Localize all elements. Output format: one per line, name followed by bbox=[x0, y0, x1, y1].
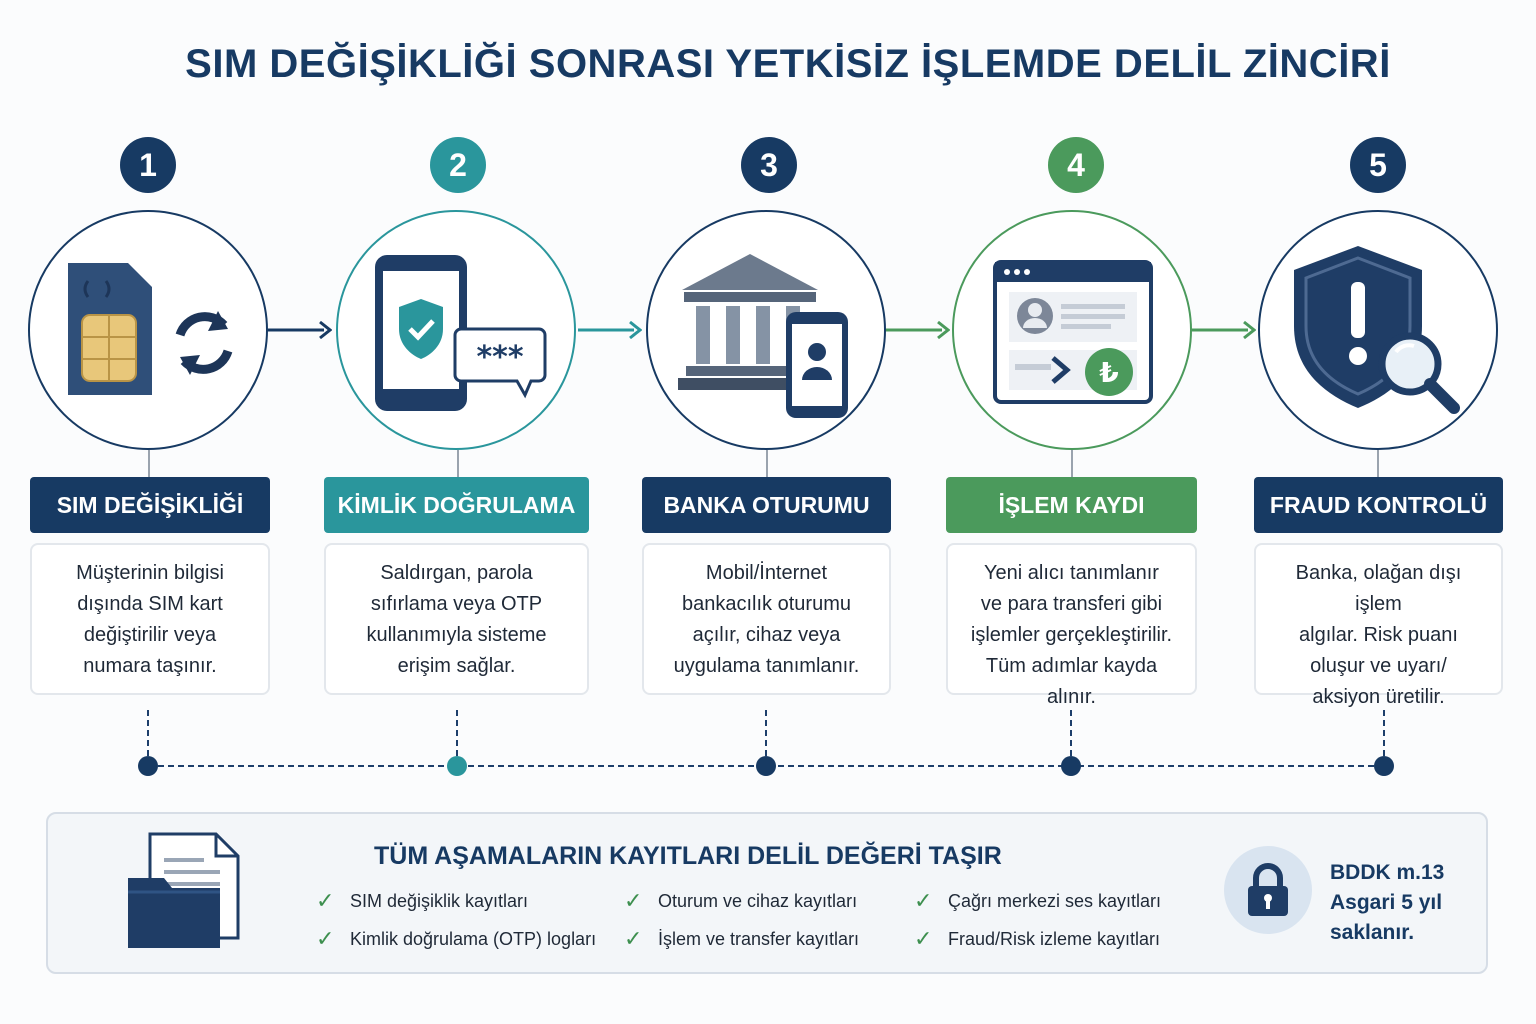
step-number: 1 bbox=[120, 137, 176, 193]
step-label: BANKA OTURUMU bbox=[642, 477, 891, 533]
panel-title: TÜM AŞAMALARIN KAYITLARI DELİL DEĞERİ TA… bbox=[374, 842, 1002, 870]
step-label: FRAUD KONTROLÜ bbox=[1254, 477, 1503, 533]
timeline-connector bbox=[1383, 710, 1385, 756]
document-folder-icon bbox=[128, 832, 240, 948]
arrow-icon bbox=[578, 320, 642, 340]
timeline-connector bbox=[456, 710, 458, 756]
step-label: KİMLİK DOĞRULAMA bbox=[324, 477, 589, 533]
step-circle: *** bbox=[336, 210, 576, 450]
checklist-item: ✓İşlem ve transfer kayıtları bbox=[624, 926, 860, 951]
step-number: 3 bbox=[741, 137, 797, 193]
step-number: 5 bbox=[1350, 137, 1406, 193]
checklist-item: ✓Çağrı merkezi ses kayıtları bbox=[914, 888, 1162, 913]
timeline-connector bbox=[765, 710, 767, 756]
check-icon: ✓ bbox=[624, 926, 643, 951]
phone-shield-otp-icon: *** bbox=[375, 255, 547, 411]
checklist-item: ✓Fraud/Risk izleme kayıtları bbox=[914, 926, 1161, 951]
step-number: 2 bbox=[430, 137, 486, 193]
checklist-item: ✓SIM değişiklik kayıtları bbox=[316, 888, 529, 913]
timeline-dot bbox=[447, 756, 467, 776]
check-icon: ✓ bbox=[316, 888, 335, 913]
step-circle bbox=[646, 210, 886, 450]
lock-badge bbox=[1224, 846, 1312, 934]
bank-mobile-icon bbox=[678, 254, 848, 418]
lock-icon bbox=[1248, 863, 1288, 916]
transaction-record-icon: ₺ bbox=[993, 260, 1153, 404]
timeline-dot bbox=[756, 756, 776, 776]
check-icon: ✓ bbox=[316, 926, 335, 951]
page-title: SIM DEĞİŞİKLİĞİ SONRASI YETKİSİZ İŞLEMDE… bbox=[185, 42, 1391, 86]
check-icon: ✓ bbox=[914, 888, 933, 913]
check-icon: ✓ bbox=[624, 888, 643, 913]
checklist-item: ✓Kimlik doğrulama (OTP) logları bbox=[316, 926, 597, 951]
step-description: Yeni alıcı tanımlanır ve para transferi … bbox=[946, 543, 1197, 708]
check-icon: ✓ bbox=[914, 926, 933, 951]
step-description: Saldırgan, parola sıfırlama veya OTP kul… bbox=[324, 543, 589, 695]
arrow-icon bbox=[886, 320, 950, 340]
step-description: Müşterinin bilgisi dışında SIM kart deği… bbox=[30, 543, 270, 695]
svg-text:***: *** bbox=[476, 340, 523, 375]
step-circle bbox=[1258, 210, 1498, 450]
sim-card-swap-icon bbox=[68, 263, 233, 395]
retention-note: BDDK m.13 Asgari 5 yıl saklanır. bbox=[1330, 861, 1445, 944]
shield-search-icon bbox=[1294, 246, 1460, 414]
connector-line bbox=[1377, 450, 1379, 477]
step-description: Banka, olağan dışı işlem algılar. Risk p… bbox=[1254, 543, 1503, 708]
arrow-icon bbox=[1192, 320, 1256, 340]
step-circle bbox=[28, 210, 268, 450]
timeline-dot bbox=[1374, 756, 1394, 776]
connector-line bbox=[766, 450, 768, 477]
arrow-icon bbox=[268, 320, 332, 340]
checklist-item: ✓Oturum ve cihaz kayıtları bbox=[624, 888, 858, 913]
step-number: 4 bbox=[1048, 137, 1104, 193]
timeline-connector bbox=[147, 710, 149, 756]
timeline-connector bbox=[1070, 710, 1072, 756]
step-description: Mobil/İnternet bankacılık oturumu açılır… bbox=[642, 543, 891, 695]
svg-text:₺: ₺ bbox=[1099, 356, 1118, 389]
connector-line bbox=[148, 450, 150, 477]
connector-line bbox=[457, 450, 459, 477]
step-circle: ₺ bbox=[952, 210, 1192, 450]
step-label: İŞLEM KAYDI bbox=[946, 477, 1197, 533]
step-label: SIM DEĞİŞİKLİĞİ bbox=[30, 477, 270, 533]
connector-line bbox=[1071, 450, 1073, 477]
timeline-dot bbox=[1061, 756, 1081, 776]
timeline-dot bbox=[138, 756, 158, 776]
